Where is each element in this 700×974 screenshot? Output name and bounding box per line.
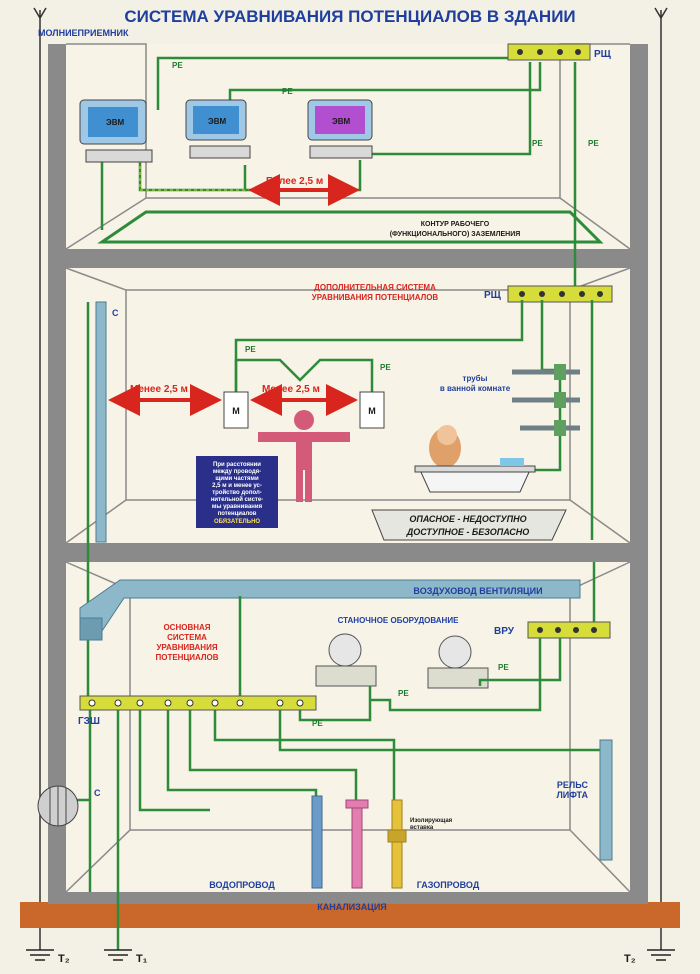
main-system-label-2: СИСТЕМА — [167, 633, 207, 642]
elevator-rail — [599, 739, 613, 861]
main-system-label-1: ОСНОВНАЯ — [163, 623, 210, 632]
rsch-label-floor-2: РЩ — [484, 290, 502, 301]
sewer-pipe — [351, 799, 363, 889]
main-system-label-3: УРАВНИВАНИЯ — [156, 643, 217, 652]
vru-label: ВРУ — [494, 626, 515, 637]
ground-t1 — [104, 949, 132, 961]
insulating-insert — [387, 829, 407, 843]
note-box — [196, 456, 278, 528]
pe-label-5: PE — [245, 345, 256, 354]
computer-3 — [307, 99, 373, 159]
machine-2 — [427, 635, 489, 689]
more-than-25-label: Более 2,5 м — [266, 176, 323, 187]
computer-2-label: ЭВМ — [208, 117, 226, 126]
gas-label: ГАЗОПРОВОД — [417, 880, 480, 890]
pe-label-6: PE — [380, 363, 391, 372]
vru-bus — [527, 621, 611, 639]
insulating-label-2: вставка — [410, 825, 434, 831]
svg-text:щими частями: щими частями — [215, 476, 259, 482]
svg-text:тройство допол-: тройство допол- — [212, 489, 262, 496]
svg-text:потенциалов: потенциалов — [218, 511, 257, 517]
pe-label-2: PE — [282, 87, 293, 96]
lightning-label: МОЛНИЕПРИЕМНИК — [38, 28, 129, 38]
svg-text:нительной систе-: нительной систе- — [211, 496, 263, 503]
insulating-label-1: Изолирующая — [410, 818, 453, 824]
extra-system-label-1: ДОПОЛНИТЕЛЬНАЯ СИСТЕМА — [314, 283, 436, 292]
rsch-bus-floor-3 — [507, 43, 591, 61]
bathtub — [414, 425, 536, 493]
pe-label-7: PE — [312, 719, 323, 728]
ground-t2-right — [647, 949, 675, 961]
pe-label-9: PE — [498, 663, 509, 672]
water-pipe — [311, 795, 323, 889]
note-text: При расстоянии между проводя- щими частя… — [211, 462, 263, 525]
pipe-c-label: С — [112, 308, 119, 318]
safe-label: ДОСТУПНОЕ - БЕЗОПАСНО — [406, 527, 530, 537]
less-than-25-label-1: Менее 2,5 м — [130, 384, 188, 395]
metal-part-m-1 — [223, 391, 249, 429]
rail-label-2: ЛИФТА — [556, 790, 588, 800]
pe-label-1: PE — [172, 61, 183, 70]
svg-text:между проводя-: между проводя- — [213, 469, 261, 475]
floor-1-room — [66, 562, 630, 892]
functional-grounding-contour — [97, 210, 604, 244]
gas-pipe — [391, 799, 403, 889]
ground-t2-left — [26, 949, 54, 961]
lightning-rod-left — [33, 7, 47, 950]
computer-1 — [79, 99, 153, 163]
ground-strip — [20, 902, 680, 928]
cable-c-label: С — [94, 788, 101, 798]
m-label-1: М — [232, 406, 240, 416]
svg-text:2,5 м и менее ус-: 2,5 м и менее ус- — [212, 483, 262, 489]
lightning-rod-right — [654, 7, 668, 950]
sewer-label: КАНАЛИЗАЦИЯ — [317, 902, 387, 912]
person-figure — [258, 410, 350, 502]
contour-label-1: КОНТУР РАБОЧЕГО — [421, 221, 490, 228]
rsch-bus-floor-2 — [507, 285, 613, 303]
svg-text:мы уравнивания: мы уравнивания — [212, 504, 263, 510]
ventilation-duct — [79, 579, 581, 641]
bathroom-pipes — [512, 369, 580, 431]
main-system-label-4: ПОТЕНЦИАЛОВ — [155, 653, 218, 662]
pe-label-4: PE — [588, 139, 599, 148]
cable-entry — [37, 785, 79, 827]
svg-text:При расстоянии: При расстоянии — [213, 462, 261, 468]
contour-label-2: (ФУНКЦИОНАЛЬНОГО) ЗАЗЕМЛЕНИЯ — [390, 231, 521, 238]
pe-label-8: PE — [398, 689, 409, 698]
pe-wires-floor-1 — [70, 300, 600, 950]
less-than-25-label-2: Менее 2,5 м — [262, 384, 320, 395]
gzsh-bus — [79, 695, 317, 711]
t2-left-label: T₂ — [58, 953, 70, 965]
danger-label: ОПАСНОЕ - НЕДОСТУПНО — [409, 514, 526, 524]
rail-label-1: РЕЛЬС — [557, 780, 589, 790]
computer-3-label: ЭВМ — [332, 117, 350, 126]
pe-label-3: PE — [532, 139, 543, 148]
machine-label: СТАНОЧНОЕ ОБОРУДОВАНИЕ — [338, 616, 460, 625]
pipes-label-2: в ванной комнате — [440, 384, 511, 393]
computer-2 — [185, 99, 251, 159]
extra-system-label-2: УРАВНИВАНИЯ ПОТЕНЦИАЛОВ — [312, 293, 439, 302]
t2-right-label: T₂ — [624, 953, 636, 965]
svg-text:ОБЯЗАТЕЛЬНО: ОБЯЗАТЕЛЬНО — [214, 519, 260, 525]
t1-label: T₁ — [136, 953, 148, 965]
danger-sign — [371, 509, 567, 541]
gzsh-label: ГЗШ — [78, 716, 100, 727]
title: СИСТЕМА УРАВНИВАНИЯ ПОТЕНЦИАЛОВ В ЗДАНИИ — [124, 7, 575, 26]
water-label: ВОДОПРОВОД — [209, 880, 275, 890]
m-label-2: М — [368, 406, 376, 416]
vertical-pipe — [95, 301, 107, 543]
machine-1 — [315, 633, 377, 687]
metal-part-m-2 — [359, 391, 385, 429]
duct-label: ВОЗДУХОВОД ВЕНТИЛЯЦИИ — [413, 586, 542, 596]
computer-1-label: ЭВМ — [106, 118, 124, 127]
rsch-label-floor-3: РЩ — [594, 49, 612, 60]
floor-2-room — [66, 268, 630, 543]
building — [48, 43, 648, 904]
pipes-label-1: трубы — [463, 374, 488, 383]
